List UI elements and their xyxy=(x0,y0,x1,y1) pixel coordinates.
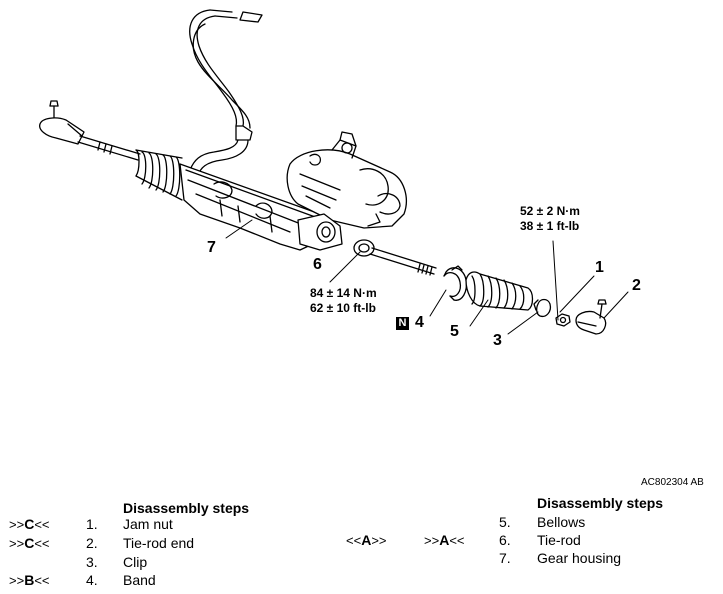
leader-lines xyxy=(225,219,629,335)
callout-1: 1 xyxy=(595,259,604,276)
left-steps-title: Disassembly steps xyxy=(123,500,250,516)
list-item: <<A>> >>A<< 6. Tie-rod xyxy=(340,531,723,549)
left-bellows xyxy=(135,149,183,201)
pinion-valve-housing xyxy=(286,131,407,229)
step-name: Tie-rod xyxy=(537,532,581,548)
right-tie-rod xyxy=(353,239,437,276)
step-number: 5. xyxy=(499,514,511,530)
callout-6: 6 xyxy=(313,256,322,273)
torque-imperial: 38 ± 1 ft-lb xyxy=(520,219,580,233)
callout-2: 2 xyxy=(632,277,641,294)
step-name: Tie-rod end xyxy=(123,535,195,551)
step-number: 4. xyxy=(86,572,98,588)
right-mount xyxy=(297,213,343,251)
step-ref: >>B<< xyxy=(9,572,50,588)
left-tie-rod-assembly xyxy=(39,100,141,161)
steering-gear-exploded-diagram xyxy=(39,9,629,335)
torque-metric: 84 ± 14 N·m xyxy=(310,286,377,300)
step-number: 2. xyxy=(86,535,98,551)
torque-metric: 52 ± 2 N·m xyxy=(520,204,580,218)
list-item: >>C<< 1. Jam nut xyxy=(0,515,360,533)
torque-imperial: 62 ± 10 ft-lb xyxy=(310,301,376,315)
callout-4-number: 4 xyxy=(415,314,424,331)
tie-rod-end-part xyxy=(575,299,607,335)
jam-nut-part xyxy=(555,313,571,327)
clip-part xyxy=(533,298,552,318)
step-number: 6. xyxy=(499,532,511,548)
step-number: 3. xyxy=(86,554,98,570)
list-item: 5. Bellows xyxy=(340,513,723,531)
right-bellows xyxy=(465,271,534,311)
torque-spec-tie-rod: 84 ± 14 N·m 62 ± 10 ft-lb xyxy=(310,286,377,316)
step-name: Bellows xyxy=(537,514,586,530)
callout-7: 7 xyxy=(207,239,216,256)
band-part xyxy=(443,265,468,301)
list-item: 7. Gear housing xyxy=(340,549,723,567)
torque-spec-tie-rod-end: 52 ± 2 N·m 38 ± 1 ft-lb xyxy=(520,204,580,234)
figure-id: AC802304 AB xyxy=(641,477,704,488)
step-name: Gear housing xyxy=(537,550,622,566)
step-name: Band xyxy=(123,572,156,588)
callout-5: 5 xyxy=(450,323,459,340)
step-name: Jam nut xyxy=(123,516,173,532)
step-ref: >>C<< xyxy=(9,516,50,532)
step-number: 7. xyxy=(499,550,511,566)
step-ref-b: >>A<< xyxy=(424,532,465,548)
step-ref-a: <<A>> xyxy=(346,532,387,548)
fluid-lines xyxy=(189,9,263,177)
step-number: 1. xyxy=(86,516,98,532)
step-name: Clip xyxy=(123,554,148,570)
list-item: 3. Clip xyxy=(0,553,360,571)
n-mark-icon: N xyxy=(396,317,409,330)
step-ref: >>C<< xyxy=(9,535,50,551)
list-item: >>C<< 2. Tie-rod end xyxy=(0,534,360,552)
list-item: >>B<< 4. Band xyxy=(0,571,360,589)
right-steps-title: Disassembly steps xyxy=(537,495,664,511)
callout-3: 3 xyxy=(493,332,502,349)
